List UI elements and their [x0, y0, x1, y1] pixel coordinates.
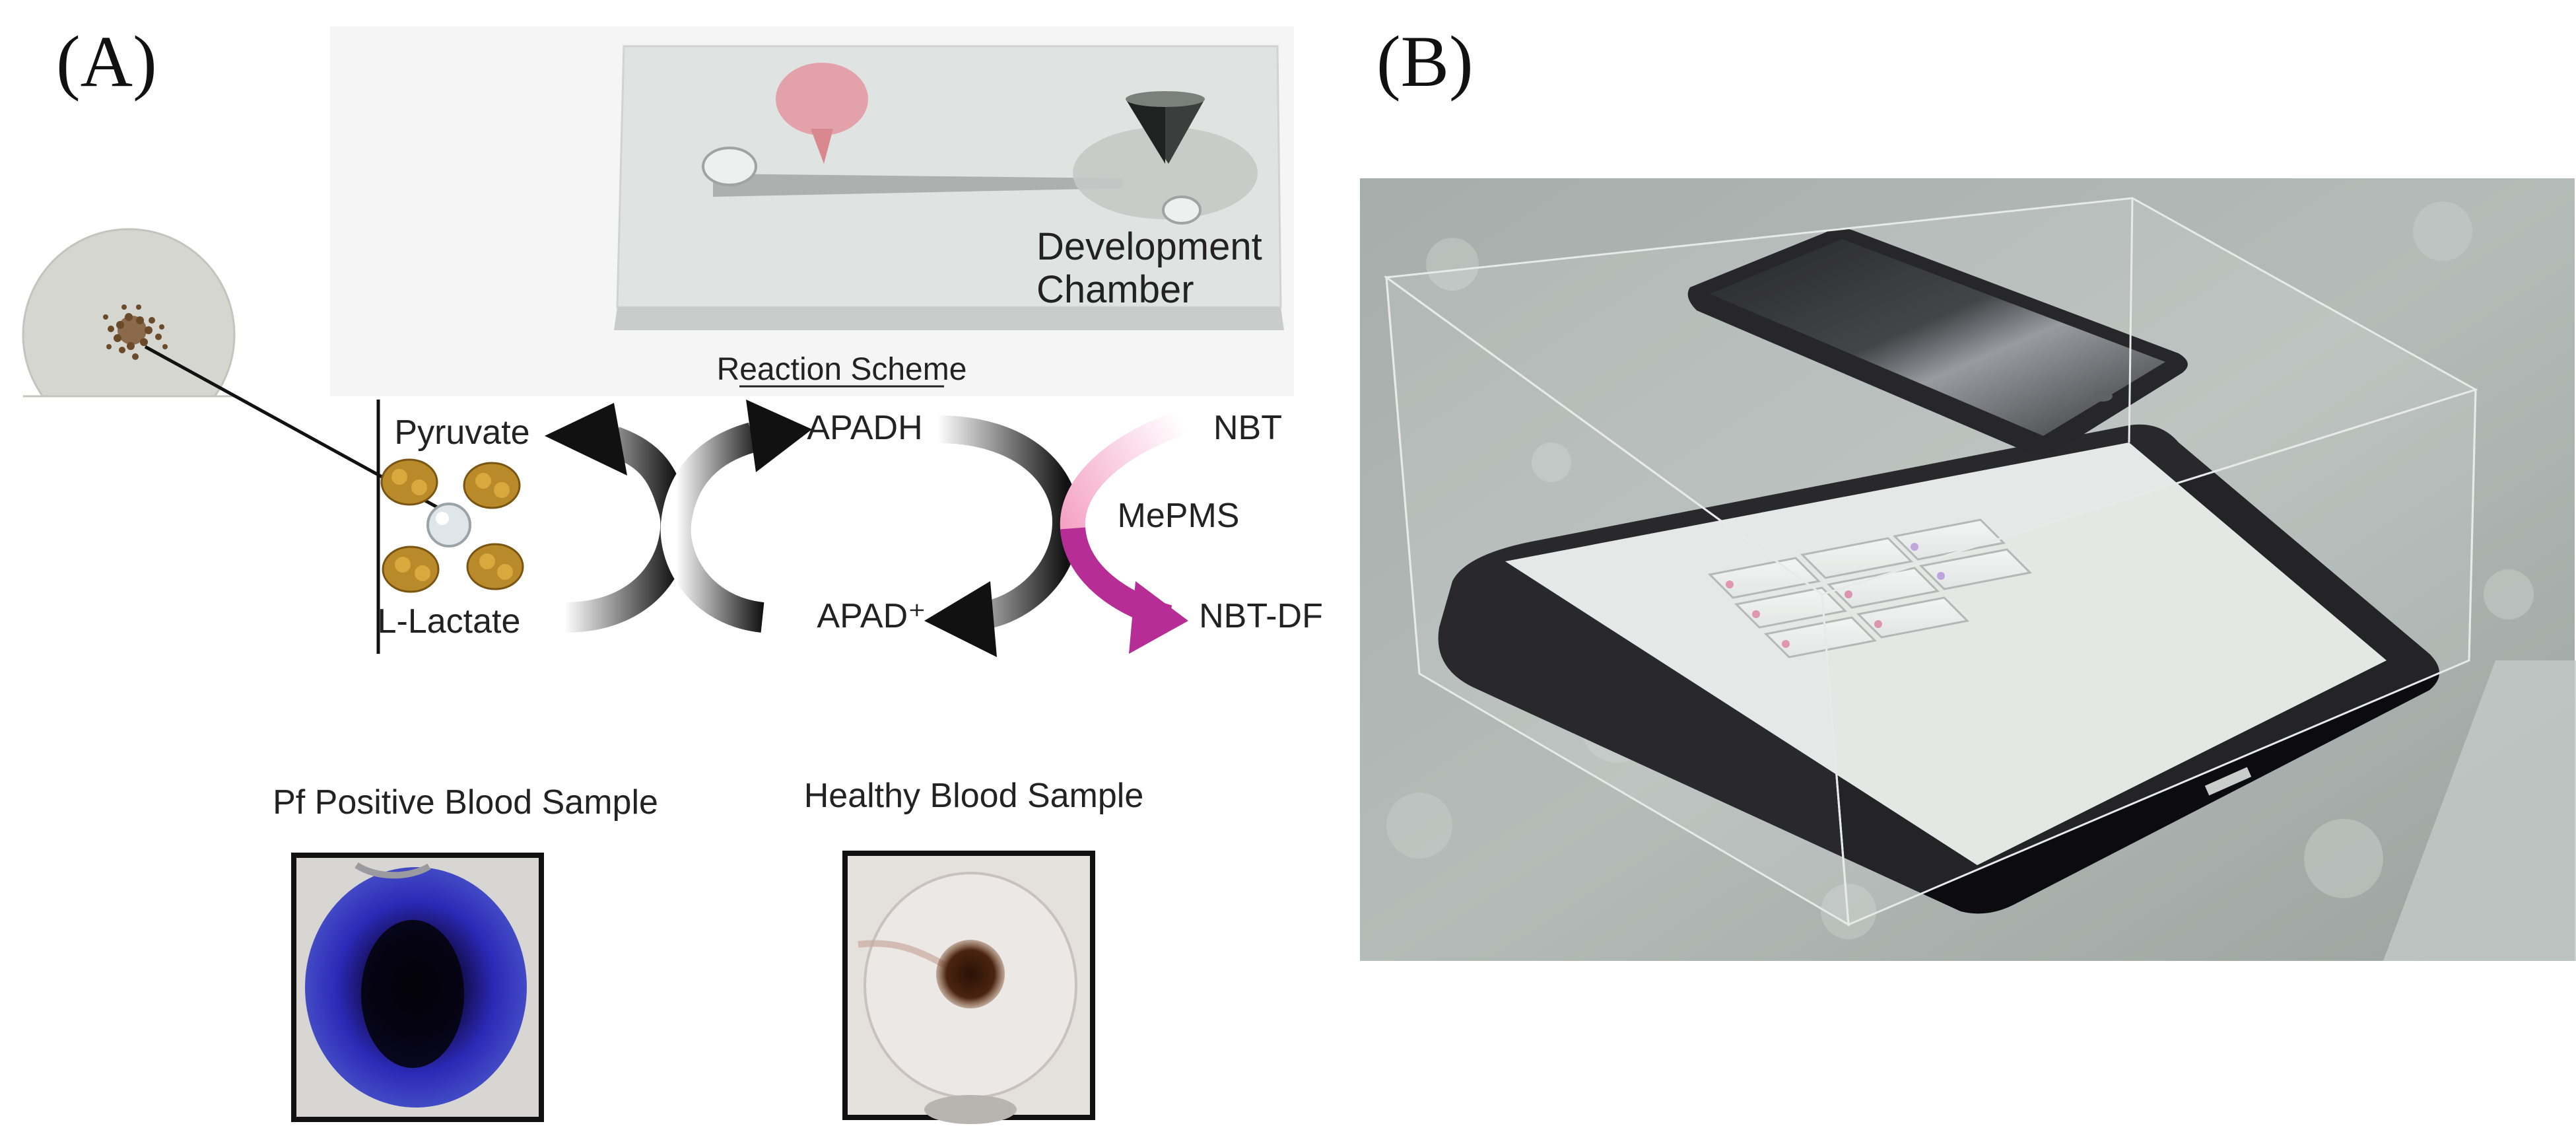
chamber-shadow — [1073, 127, 1258, 219]
species-l-lactate: L-Lactate — [378, 602, 521, 641]
nbt-df-arrowhead — [1129, 581, 1188, 654]
apad-to-apadh-arrow — [660, 422, 765, 633]
positive-sample-photo — [291, 853, 544, 1122]
panel-a: (A) Development Chamber — [22, 21, 1323, 1124]
apadh-to-apad-arrow — [937, 415, 1081, 628]
reaction-scheme-title: Reaction Scheme — [717, 352, 967, 387]
channel — [713, 174, 1122, 197]
healthy-sample-title: Healthy Blood Sample — [804, 777, 1144, 815]
inlet-well — [702, 147, 757, 186]
phone-screen — [1710, 239, 2165, 436]
species-nbt: NBT — [1213, 409, 1282, 447]
panel-b-label: (B) — [1376, 21, 1474, 102]
species-apadh: APADH — [807, 409, 922, 447]
pyruvate-arrowhead — [545, 403, 627, 476]
panel-a-label: (A) — [56, 21, 157, 102]
chamber-label-line2: Chamber — [1036, 268, 1194, 311]
species-nbt-df: NBT-DF — [1199, 597, 1323, 635]
test-chips — [1707, 518, 2033, 658]
smartphone — [1687, 228, 2188, 454]
sample-pad — [776, 63, 868, 135]
tablet-screen — [1505, 442, 2387, 865]
species-apad-plus: APAD⁺ — [817, 597, 926, 635]
chamber-label-line1: Development — [1036, 225, 1262, 268]
species-mepms: MePMS — [1118, 497, 1240, 535]
panel-b-render — [1360, 178, 2576, 961]
healthy-sample-photo — [842, 851, 1095, 1124]
positive-sample-title: Pf Positive Blood Sample — [273, 783, 658, 822]
panel-b: (B) — [1360, 21, 2576, 961]
apadh-arrowhead — [746, 400, 812, 472]
species-pyruvate: Pyruvate — [394, 413, 529, 452]
enclosure-box — [1383, 197, 2478, 927]
reaction-scheme: Reaction Scheme Pyruvate L-Lactate APADH… — [378, 352, 1323, 657]
capture-disc — [22, 228, 447, 514]
tablet — [1438, 424, 2439, 914]
enzyme-bead — [376, 400, 524, 654]
bead-cluster — [103, 304, 168, 360]
apad-arrowhead — [924, 581, 997, 657]
sample-photos: Pf Positive Blood Sample Healthy Blood S… — [273, 777, 1143, 1124]
device-render: Development Chamber — [330, 26, 1294, 396]
